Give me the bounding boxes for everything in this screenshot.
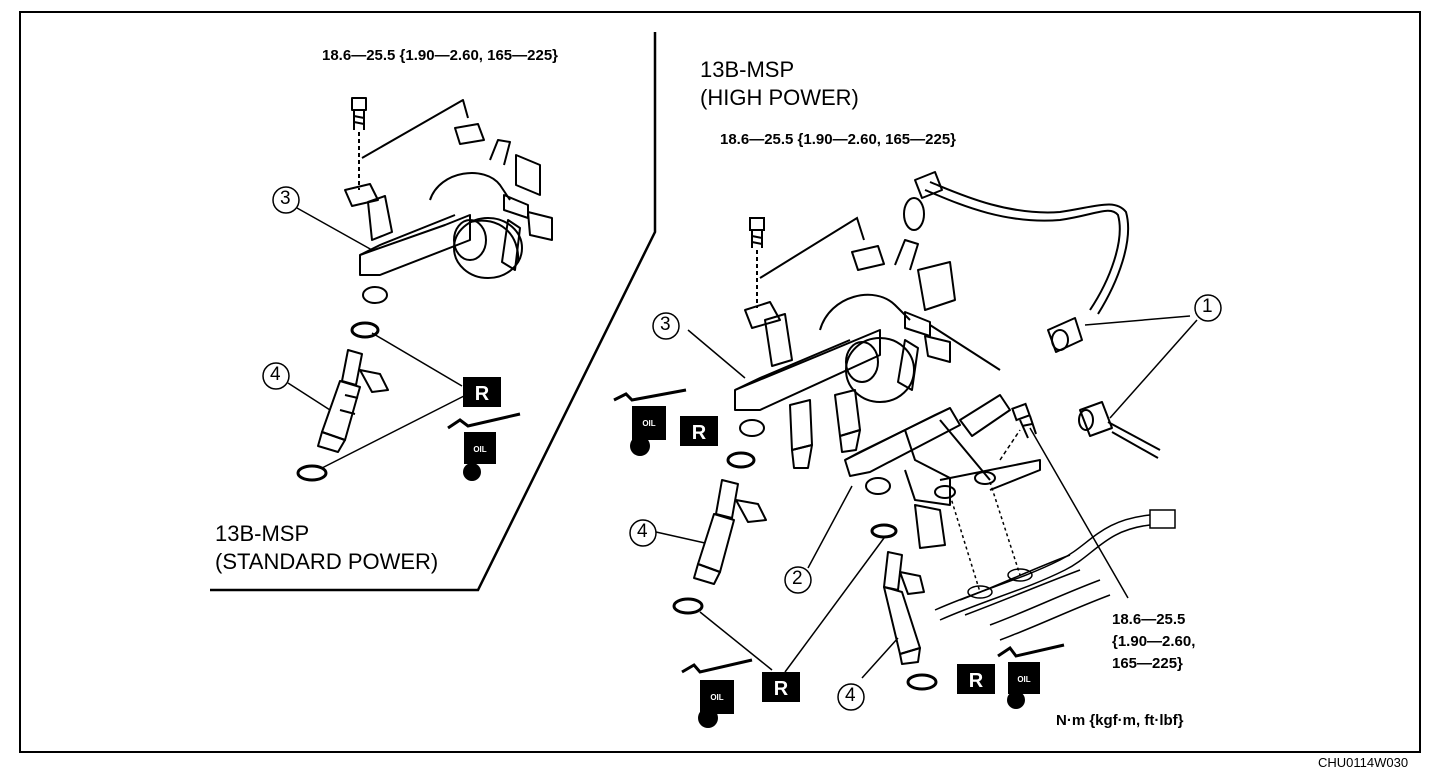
std-fuel-rail-assembly — [344, 97, 553, 304]
callout-circle-4-high-center — [837, 683, 865, 711]
torque-spec-high-side-line3: 165—225} — [1112, 655, 1183, 672]
oil-can-icon-std: OIL — [447, 412, 521, 481]
high-injector-center-icon — [883, 551, 925, 665]
callout-circle-3-std — [272, 186, 300, 214]
std-lower-o-ring — [296, 464, 328, 482]
variant-high-line1: 13B-MSP — [700, 57, 795, 82]
replace-mark-high-lower: R — [762, 672, 800, 702]
std-leader-4 — [287, 382, 331, 411]
replace-mark-high-right-text: R — [969, 670, 984, 692]
replace-mark-std: R — [463, 377, 501, 407]
replace-mark-high-upper-text: R — [692, 422, 707, 444]
callout-circle-4-std — [262, 362, 290, 390]
figure-code: CHU0114W030 — [1318, 755, 1409, 770]
std-injector-icon — [317, 349, 389, 453]
fuel-pipe-assembly — [903, 171, 1161, 459]
replace-mark-high-right: R — [957, 664, 995, 694]
torque-spec-high-side-line1: 18.6—25.5 — [1112, 611, 1186, 628]
replace-mark-high-lower-text: R — [774, 678, 789, 700]
delivery-pipe-assembly — [844, 394, 1041, 549]
callout-circle-1 — [1194, 294, 1222, 322]
std-upper-o-ring — [350, 321, 380, 339]
replace-mark-std-text: R — [475, 383, 490, 405]
oil-can-icon-high-right: OIL — [997, 643, 1065, 709]
high-fuel-rail-assembly — [734, 239, 1001, 469]
high-injector-left-icon — [693, 479, 767, 585]
panel-divider — [210, 32, 657, 592]
torque-spec-high-top: 18.6—25.5 {1.90—2.60, 165—225} — [720, 131, 957, 148]
high-o-ring-c — [870, 523, 898, 539]
callout-4-high-left: 4 — [637, 521, 648, 542]
std-leader-3 — [296, 207, 373, 251]
callout-2: 2 — [792, 568, 803, 589]
callout-1: 1 — [1202, 296, 1213, 317]
variant-std-line1: 13B-MSP — [215, 521, 310, 546]
variant-high-line2: (HIGH POWER) — [700, 85, 859, 110]
oil-can-text-high-lower: OIL — [710, 693, 723, 702]
side-bolt-guide — [999, 429, 1021, 461]
callout-3-std: 3 — [280, 188, 291, 209]
callout-3-high: 3 — [660, 314, 671, 335]
intake-pipe-background — [934, 481, 1176, 641]
std-leader-r-lower — [321, 395, 465, 469]
oil-can-text-high-right: OIL — [1017, 675, 1030, 684]
oil-can-text-std: OIL — [473, 445, 486, 454]
high-o-ring-a — [726, 451, 756, 469]
callout-4-std: 4 — [270, 364, 281, 385]
outer-frame — [19, 11, 1421, 753]
std-leader-r-upper — [371, 332, 463, 387]
oil-can-text-high-upper: OIL — [642, 419, 655, 428]
high-bolt-icon — [749, 216, 865, 308]
torque-spec-high-side-line2: {1.90—2.60, — [1112, 633, 1196, 650]
oil-can-icon-high-lower: OIL — [681, 658, 753, 728]
callout-circle-2 — [784, 566, 812, 594]
replace-mark-high-upper: R — [680, 416, 718, 446]
high-o-ring-b — [672, 597, 704, 615]
torque-spec-standard: 18.6—25.5 {1.90—2.60, 165—225} — [322, 47, 559, 64]
callout-4-high-center: 4 — [845, 685, 856, 706]
side-bolt-icon — [1011, 402, 1037, 439]
std-bolt-icon — [351, 97, 367, 130]
callout-circle-4-high-left — [629, 519, 657, 547]
oil-can-icon-high-upper: OIL — [613, 388, 687, 456]
callout-circle-3-high — [652, 312, 680, 340]
high-o-ring-d — [906, 673, 938, 691]
variant-std-line2: (STANDARD POWER) — [215, 549, 439, 574]
high-leader-lines — [655, 315, 1198, 679]
unit-note: N·m {kgf·m, ft·lbf} — [1056, 712, 1184, 729]
